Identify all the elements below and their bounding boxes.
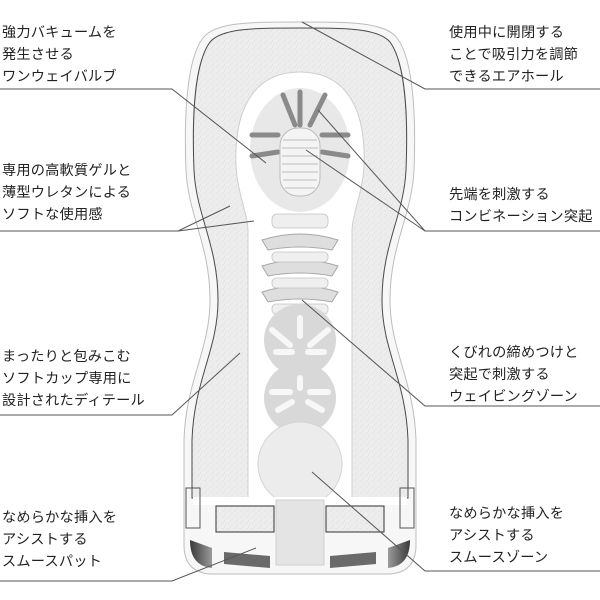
base-cap — [185, 487, 415, 568]
callout-smooth-zone: なめらかな挿入を アシストする スムースゾーン — [449, 506, 565, 566]
callout-soft-cup-detail: まったりと包みこむ ソフトカップ専用に 設計されたディテール — [2, 349, 145, 409]
inner-channel — [235, 71, 365, 507]
callout-combination-bumps: 先端を刺激する コンビネーション突起 — [449, 187, 593, 225]
callout-smooth-pad: なめらかな挿入を アシストする スムースパット — [2, 510, 118, 570]
callout-waving-zone: くびれの締めつけと 突起で刺激する ウェイビングゾーン — [449, 345, 579, 405]
callout-soft-gel: 専用の高軟質ゲルと 薄型ウレタンによる ソフトな使用感 — [2, 163, 132, 223]
callout-air-hole: 使用中に開閉する ことで吸引力を調節 できるエアホール — [449, 25, 579, 85]
callout-one-way-valve: 強力バキュームを 発生させる ワンウェイバルブ — [2, 25, 117, 85]
leader-lines — [0, 21, 600, 582]
